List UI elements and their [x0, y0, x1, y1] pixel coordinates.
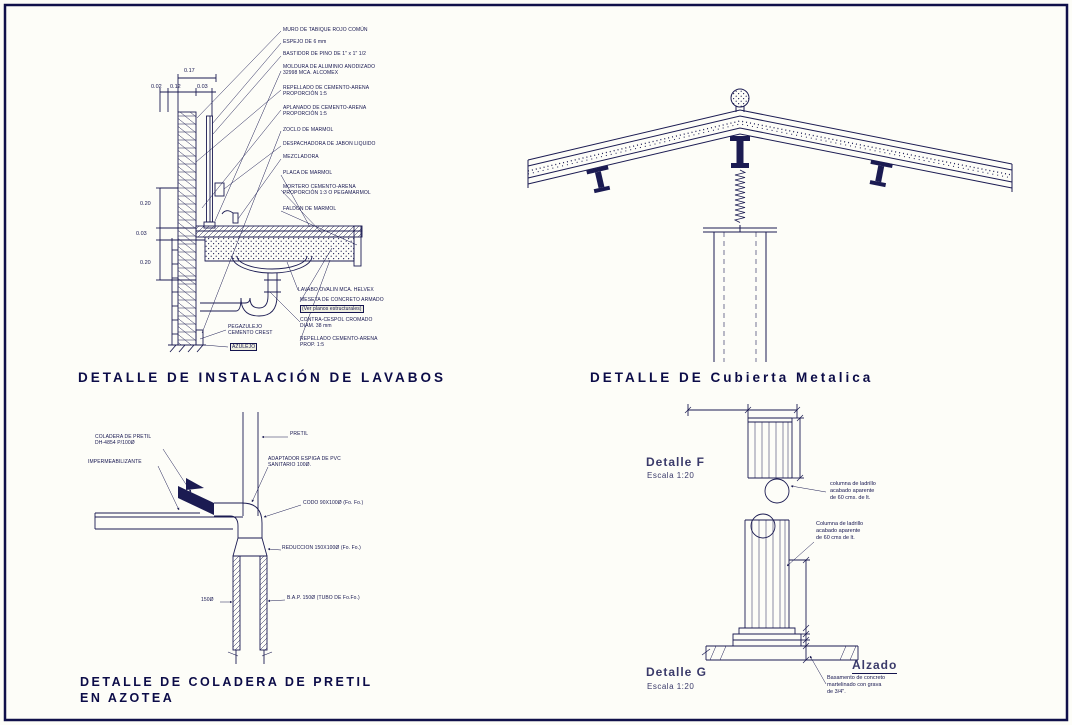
title-cubierta: DETALLE DE Cubierta Metalica [590, 370, 874, 385]
dim-003: 0.03 [197, 84, 208, 90]
callout-bastidor: BASTIDOR DE PINO DE 1" x 1" 1/2 [283, 51, 367, 57]
dim-012: 0.12 [170, 84, 181, 90]
title-coladera-line2: EN AZOTEA [80, 691, 175, 705]
callout-150: 150Ø [201, 597, 214, 603]
label-detalle-g: Detalle G [646, 665, 708, 679]
roof-clips [586, 136, 893, 194]
label-alzado: Alzado [852, 658, 898, 674]
callout-repellado: REPELLADO DE CEMENTO-ARENA PROPORCIÓN 1:… [283, 85, 370, 98]
callout-mortero: MORTERO CEMENTO-ARENA PROPORCIÓN 1:3 O P… [283, 184, 371, 197]
note-columna-f: columna de ladrillo acabado aparente de … [830, 481, 876, 502]
dim-017: 0.17 [184, 68, 195, 74]
callout-muro-tabique: MURO DE TABIQUE ROJO COMÚN [283, 27, 368, 33]
callout-mezcladora: MEZCLADORA [283, 154, 319, 160]
callout-faldon: FALDON DE MARMOL [283, 206, 337, 212]
callout-zoclo: ZOCLO DE MARMOL [283, 127, 334, 133]
callout-aplanado: APLANADO DE CEMENTO-ARENA PROPORCIÓN 1:5 [283, 105, 367, 118]
callout-repellado-bajo: REPELLADO CEMENTO-ARENA PROP. 1:5 [300, 336, 378, 349]
roof-detail-linework [527, 88, 1013, 362]
label-detalle-f: Detalle F [646, 455, 706, 469]
callout-lavabo-ovalin: LAVABO OVALIN MCA. HELVEX [298, 287, 374, 293]
callout-adaptador: ADAPTADOR ESPIGA DE PVC SANITARIO 100Ø. [268, 456, 341, 469]
callout-pretil: PRETIL [290, 431, 309, 437]
dim-002: 0.02 [151, 84, 162, 90]
title-coladera-line1: DETALLE DE COLADERA DE PRETIL [80, 675, 373, 689]
callout-meseta: MESETA DE CONCRETO ARMADO [300, 297, 384, 303]
callout-codo: CODO 90X100Ø (Fo. Fo.) [303, 500, 364, 506]
callout-bap: B.A.P. 150Ø (TUBO DE Fo.Fo.) [287, 595, 360, 601]
callout-azulejo: AZULEJO [230, 343, 258, 352]
sink-detail-leaders [195, 30, 358, 348]
callout-moldura: MOLDURA DE ALUMINIO ANODIZADO 32998 MCA.… [283, 64, 376, 77]
drain-detail-leaders [157, 435, 302, 604]
callout-impermeabilizante: IMPERMEABILIZANTE [88, 459, 142, 465]
label-escala-f: Escala 1:20 [647, 471, 695, 480]
note-basamento: Basamento de concreto martelinado con gr… [827, 675, 886, 696]
callout-reduccion: REDUCCION 150X100Ø (Fo. Fo.) [282, 545, 361, 551]
callout-placa-marmol: PLACA DE MARMOL [283, 170, 333, 176]
sink-detail-linework [156, 74, 363, 353]
column-details-linework [684, 404, 859, 664]
drain-detail-linework [94, 412, 273, 664]
callout-pegazulejo: PEGAZULEJO CEMENTO CREST [228, 324, 273, 337]
label-escala-g: Escala 1:20 [647, 682, 695, 691]
callout-espejo: ESPEJO DE 6 mm [283, 39, 327, 45]
dim-003b: 0.03 [136, 231, 147, 237]
callout-contracespol: CONTRA-CESPOL CROMADO DIAM. 38 mm [300, 317, 373, 330]
sheet-border [3, 3, 1069, 722]
title-lavabos: DETALLE DE INSTALACIÓN DE LAVABOS [78, 370, 446, 385]
callout-coladera-pretil: COLADERA DE PRETIL DH-4854 P/100Ø [95, 434, 152, 447]
callout-despachadora: DESPACHADORA DE JABON LIQUIDO [283, 141, 376, 147]
callout-ver-planos: (Ver planos estructurales) [300, 305, 364, 314]
note-columna-g: Columna de ladrillo acabado aparente de … [816, 521, 864, 542]
dim-020b: 0.20 [140, 260, 151, 266]
dim-020a: 0.20 [140, 201, 151, 207]
column-details-leaders [786, 485, 827, 685]
